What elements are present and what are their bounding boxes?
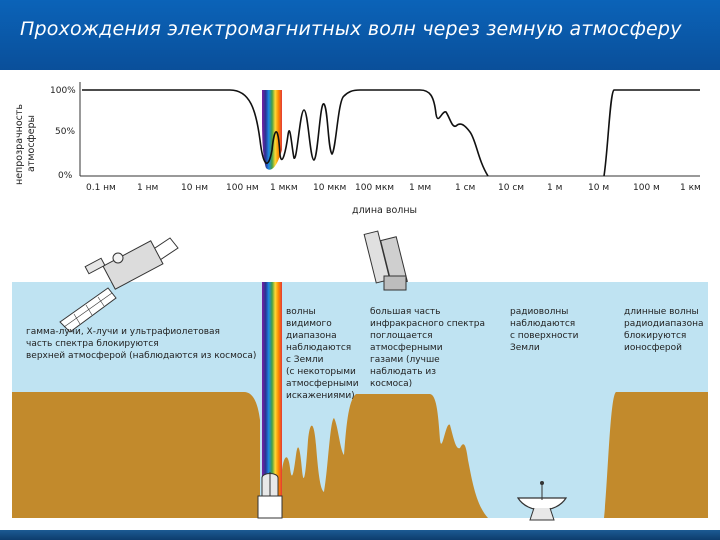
y-axis-label-1: непрозрачность bbox=[14, 104, 25, 185]
annotation-gamma-line-3: верхней атмосферой (наблюдаются из космо… bbox=[26, 351, 256, 361]
annotation-radio: радиоволны наблюдаются с поверхности Зем… bbox=[510, 307, 579, 353]
annotation-longwaves-line-3: блокируются bbox=[624, 331, 686, 341]
x-tick-11: 10 м bbox=[588, 183, 609, 193]
annotation-radio-line-3: с поверхности bbox=[510, 331, 579, 341]
x-tick-2: 10 нм bbox=[181, 183, 208, 193]
annotation-longwaves-line-1: длинные волны bbox=[624, 307, 699, 317]
x-tick-12: 100 м bbox=[633, 183, 660, 193]
annotation-visible-line-3: диапазона bbox=[286, 331, 337, 341]
annotation-radio-line-2: наблюдаются bbox=[510, 319, 575, 329]
annotation-infrared: большая часть инфракрасного спектра погл… bbox=[370, 307, 485, 389]
annotation-longwaves-line-2: радиодиапазона bbox=[624, 319, 703, 329]
annotation-visible-line-8: искажениями) bbox=[286, 391, 355, 401]
annotation-visible-line-7: атмосферными bbox=[286, 379, 359, 389]
annotation-gamma-line-1: гамма-лучи, Х-лучи и ультрафиолетовая bbox=[26, 327, 220, 337]
y-tick-50: 50% bbox=[55, 127, 75, 137]
annotation-infrared-line-2: инфракрасного спектра bbox=[370, 319, 485, 329]
title-bar: Прохождения электромагнитных волн через … bbox=[0, 0, 720, 70]
x-tick-3: 100 нм bbox=[226, 183, 259, 193]
x-tick-9: 10 см bbox=[498, 183, 524, 193]
annotation-infrared-line-4: атмосферными bbox=[370, 343, 443, 353]
annotation-longwaves: длинные волны радиодиапазона блокируются… bbox=[624, 307, 703, 353]
page-title: Прохождения электромагнитных волн через … bbox=[20, 18, 682, 40]
y-axis-label-2: атмосферы bbox=[26, 115, 37, 172]
ground-telescope-icon bbox=[257, 472, 283, 519]
y-tick-0: 0% bbox=[58, 171, 73, 181]
satellite-icon bbox=[59, 237, 179, 333]
x-tick-6: 100 мкм bbox=[355, 183, 394, 193]
x-tick-10: 1 м bbox=[547, 183, 562, 193]
x-tick-5: 10 мкм bbox=[313, 183, 346, 193]
x-tick-0: 0.1 нм bbox=[86, 183, 116, 193]
annotation-infrared-line-6: наблюдать из bbox=[370, 367, 436, 377]
space-telescope-icon bbox=[363, 230, 408, 291]
annotation-visible-line-2: видимого bbox=[286, 319, 332, 329]
annotation-radio-line-4: Земли bbox=[510, 343, 540, 353]
annotation-visible-line-6: (с некоторыми bbox=[286, 367, 356, 377]
annotation-visible-line-1: волны bbox=[286, 307, 316, 317]
radio-dish-icon bbox=[516, 481, 568, 521]
x-tick-4: 1 мкм bbox=[270, 183, 298, 193]
footer-bar bbox=[0, 530, 720, 540]
visible-light-column bbox=[262, 282, 282, 518]
annotation-visible-line-4: наблюдаются bbox=[286, 343, 351, 353]
annotation-gamma-line-2: часть спектра блокируются bbox=[26, 339, 159, 349]
opacity-curve bbox=[82, 89, 700, 177]
annotation-infrared-line-7: космоса) bbox=[370, 379, 412, 389]
opacity-chart: непрозрачность атмосферы 100% 50% 0% 0.1… bbox=[14, 82, 701, 216]
x-tick-8: 1 см bbox=[455, 183, 475, 193]
ground-profile bbox=[12, 392, 708, 518]
y-tick-100: 100% bbox=[50, 86, 76, 96]
x-tick-1: 1 нм bbox=[137, 183, 158, 193]
annotation-visible: волны видимого диапазона наблюдаются с З… bbox=[286, 307, 359, 401]
x-tick-13: 1 км bbox=[680, 183, 701, 193]
annotation-infrared-line-3: поглощается bbox=[370, 331, 433, 341]
atmosphere-illustration bbox=[12, 282, 708, 518]
annotation-visible-line-5: с Земли bbox=[286, 355, 324, 365]
annotation-radio-line-1: радиоволны bbox=[510, 307, 568, 317]
x-tick-7: 1 мм bbox=[409, 183, 431, 193]
x-axis-label: длина волны bbox=[352, 205, 417, 216]
visible-band bbox=[262, 90, 282, 170]
annotation-gamma: гамма-лучи, Х-лучи и ультрафиолетовая ча… bbox=[26, 327, 256, 361]
annotation-infrared-line-1: большая часть bbox=[370, 307, 440, 317]
annotation-longwaves-line-4: ионосферой bbox=[624, 343, 682, 353]
annotation-infrared-line-5: газами (лучше bbox=[370, 355, 440, 365]
